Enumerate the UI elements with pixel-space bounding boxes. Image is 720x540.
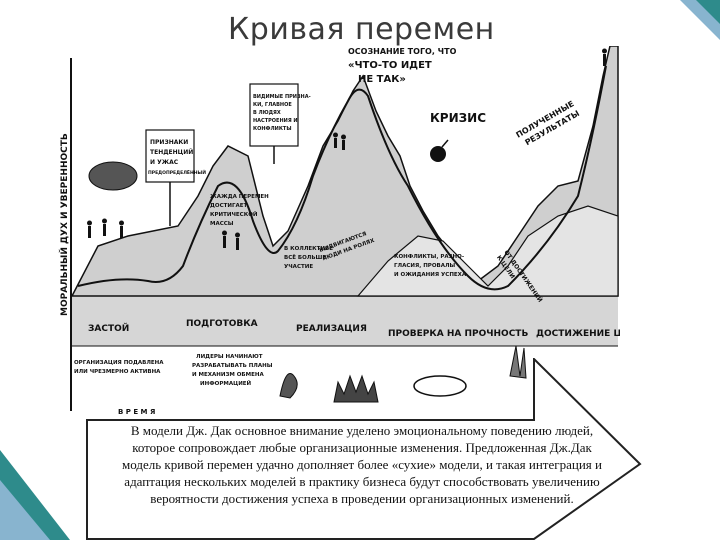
stage-note-preparation-line-1: ЛИДЕРЫ НАЧИНАЮТ — [196, 354, 263, 360]
test-note-line-2: ГЛАСИЯ, ПРОВАЛЫ — [394, 263, 456, 269]
mid-note-line-2: ДОСТИГАЕТ — [210, 203, 247, 209]
mid-note-line-1: ЖАЖДА ПЕРЕМЕН — [210, 194, 269, 200]
stage-label-stagnation: ЗАСТОЙ — [88, 322, 129, 334]
left-note-line-4: ПРЕДОПРЕДЕЛЁННЫЙ — [148, 168, 206, 176]
peak-note-line-3: В ЛЮДЯХ — [253, 110, 281, 116]
mid-note-line-4: МАССЫ — [210, 221, 234, 227]
stage-label-implementation: РЕАЛИЗАЦИЯ — [296, 324, 367, 334]
change-curve-illustration: МОРАЛЬНЫЙ ДУХ И УВЕРЕННОСТЬ В Р Е М Я ОС… — [58, 46, 620, 418]
test-note-line-1: КОНФЛИКТЫ, РАЗНО- — [394, 254, 464, 260]
bomb-icon — [430, 146, 446, 162]
stage-label-testing: ПРОВЕРКА НА ПРОЧНОСТЬ — [388, 329, 528, 339]
stage-note-preparation-line-2: РАЗРАБАТЫВАТЬ ПЛАНЫ — [192, 363, 273, 369]
corner-decoration-bottom-left — [0, 450, 70, 540]
hand-creature-icon — [509, 345, 527, 379]
realization-note-line-1: В КОЛЛЕКТИВЕ — [284, 246, 333, 252]
stage-note-preparation-line-4: ИНФОРМАЦИЕЙ — [200, 379, 252, 387]
peak-note-line-1: ВИДИМЫЕ ПРИЗНА- — [253, 94, 311, 100]
top-bubble-line-1: ОСОЗНАНИЕ ТОГО, ЧТО — [348, 47, 457, 56]
peak-note-line-5: КОНФЛИКТЫ — [253, 126, 292, 132]
stage-note-stagnation-line-1: ОРГАНИЗАЦИЯ ПОДАВЛЕНА — [74, 360, 164, 366]
peak-note-line-4: НАСТРОЕНИЯ И — [253, 118, 298, 124]
crisis-label: КРИЗИС — [430, 111, 486, 125]
left-note-line-3: И УЖАС — [150, 159, 179, 166]
test-note-line-3: И ОЖИДАНИЯ УСПЕХА — [394, 272, 467, 278]
stage-note-preparation-line-3: И МЕХАНИЗМ ОБМЕНА — [192, 372, 264, 378]
left-note-line-1: ПРИЗНАКИ — [150, 139, 188, 146]
caption-arrow-shape — [86, 358, 642, 540]
top-bubble-line-3: НЕ ТАК» — [358, 74, 406, 85]
y-axis-label: МОРАЛЬНЫЙ ДУХ И УВЕРЕННОСТЬ — [58, 133, 70, 316]
crocodile-creature-icon — [413, 375, 467, 397]
caption-text: В модели Дж. Дак основное внимание уделе… — [122, 423, 602, 506]
stage-label-preparation: ПОДГОТОВКА — [186, 319, 258, 329]
stage-note-stagnation-line-2: ИЛИ ЧРЕЗМЕРНО АКТИВНА — [74, 369, 161, 375]
stage-label-goal: ДОСТИЖЕНИЕ ЦЕЛИ — [536, 329, 620, 339]
snake-creature-icon — [279, 373, 298, 399]
peak-note-line-2: КИ, ГЛАВНОЕ — [253, 102, 292, 108]
cloud-icon — [88, 161, 138, 191]
corner-decoration-top-right — [680, 0, 720, 40]
mid-note-line-3: КРИТИЧЕСКОЙ — [210, 210, 258, 218]
slide-title: Кривая перемен — [228, 12, 495, 47]
x-axis-label: В Р Е М Я — [118, 408, 155, 416]
left-note-line-2: ТЕНДЕНЦИЙ — [150, 148, 193, 156]
people-figures — [87, 48, 607, 250]
spiky-creature-icon — [333, 374, 379, 403]
top-bubble-line-2: «ЧТО-ТО ИДЕТ — [348, 60, 432, 71]
realization-note-line-2: ВСЁ БОЛЬШЕ — [284, 254, 326, 261]
realization-note-line-3: УЧАСТИЕ — [284, 264, 313, 270]
